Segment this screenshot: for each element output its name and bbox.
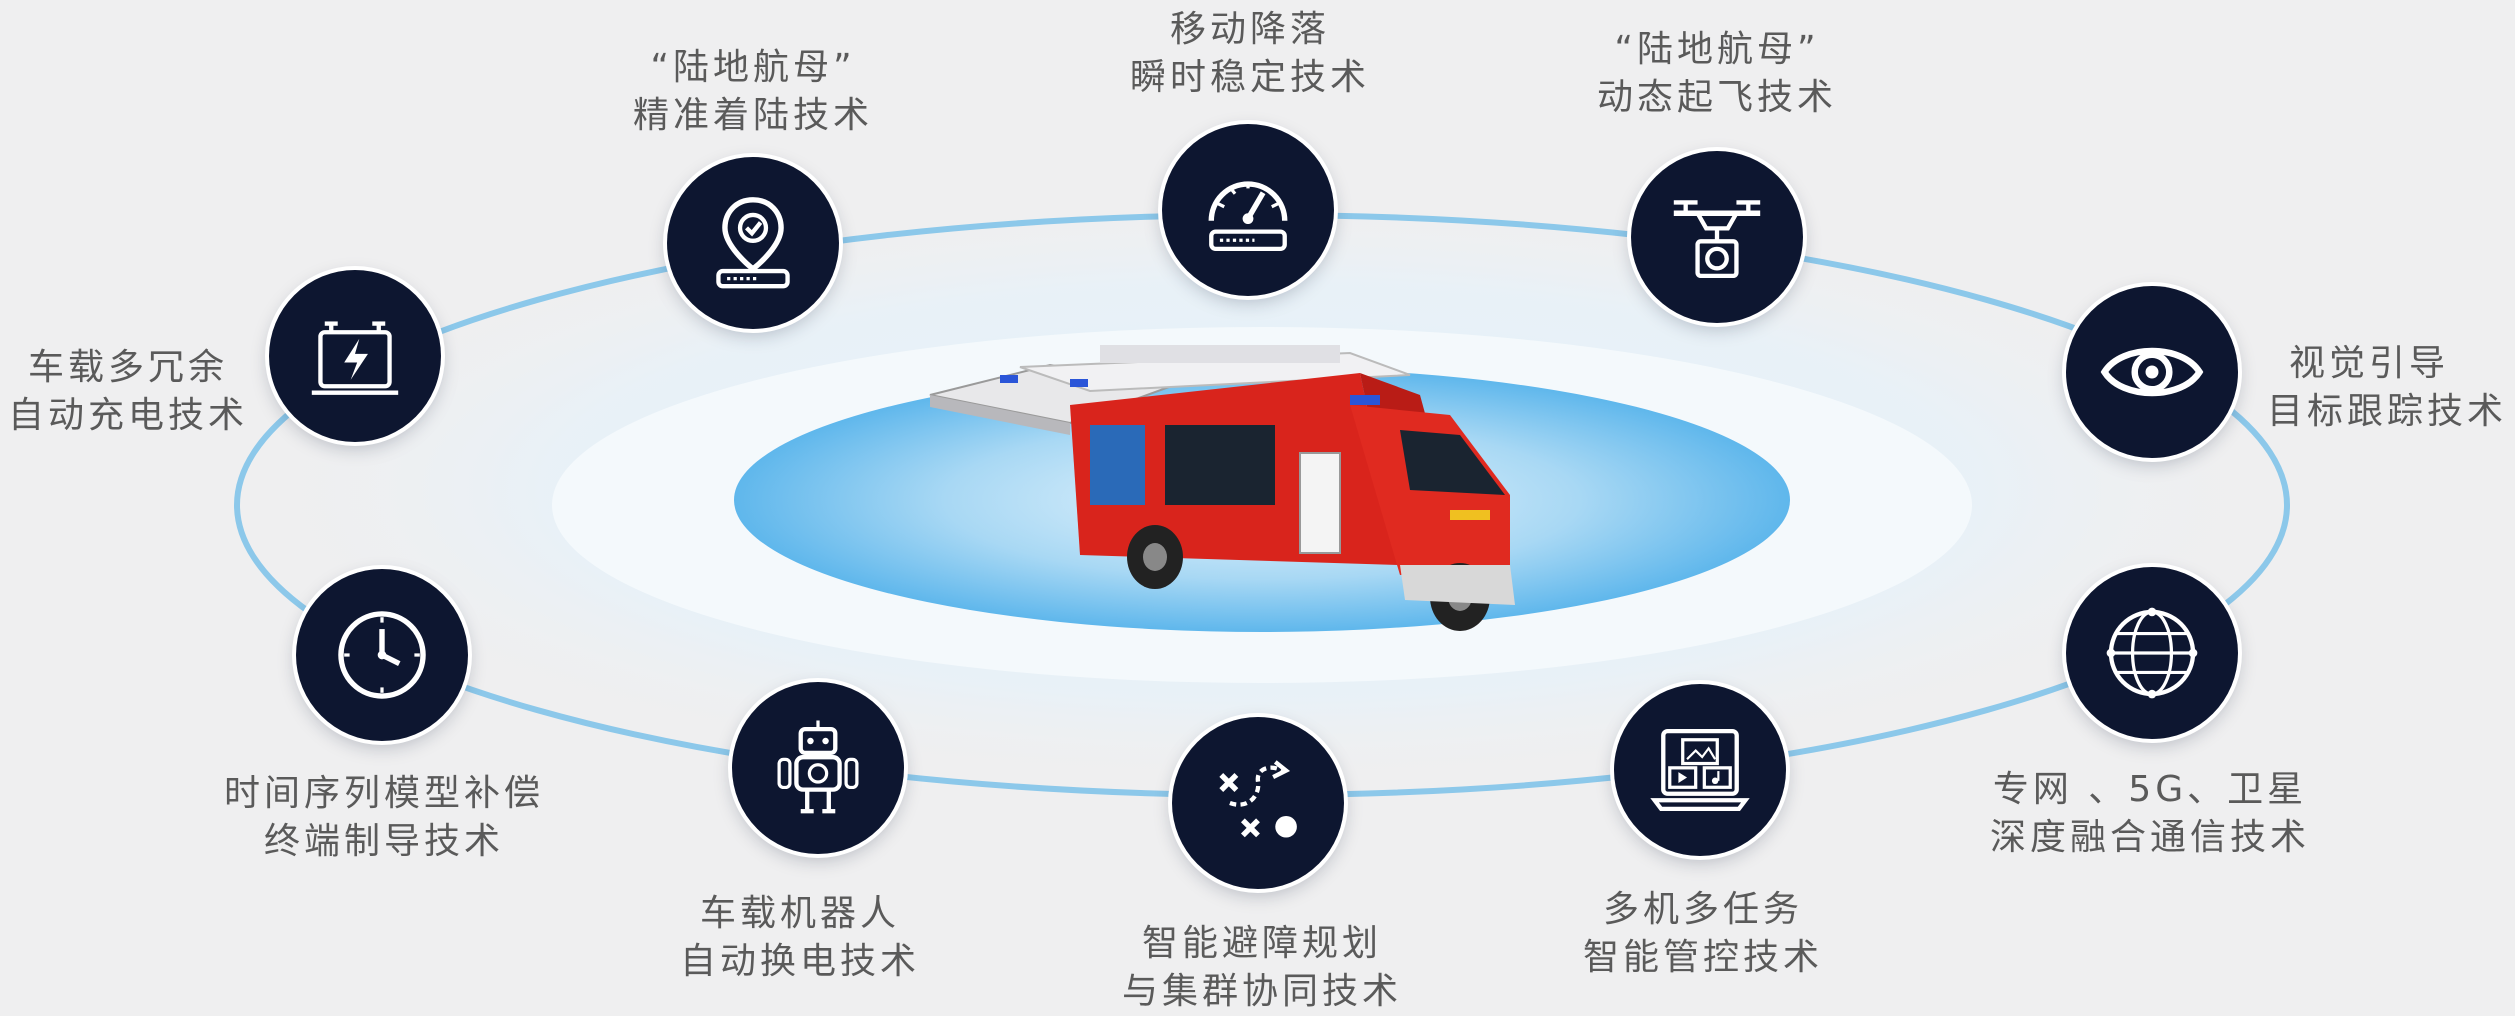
label-obstacle-avoidance: 智能避障规划 与集群协同技术 (1121, 923, 1403, 1012)
drone-camera-icon (1673, 200, 1761, 279)
node-time-series[interactable] (296, 569, 468, 741)
laptop-media-icon (1650, 728, 1750, 812)
battery-charge-icon (311, 321, 399, 395)
node-precision-landing[interactable] (667, 157, 839, 329)
node-network-fusion[interactable] (2066, 567, 2238, 739)
label-auto-charge: 车载多冗余 自动充电技术 (7, 347, 249, 436)
node-battery-swap[interactable] (732, 682, 904, 854)
strategy-path-icon (1219, 760, 1297, 838)
label-time-series: 时间序列模型补偿 终端制导技术 (223, 773, 545, 862)
speedometer-gauge-icon (1208, 181, 1288, 252)
fire-truck (929, 345, 1515, 631)
eye-icon (2100, 347, 2204, 397)
node-multi-task[interactable] (1614, 684, 1786, 856)
node-auto-charge[interactable] (269, 270, 441, 442)
label-precision-landing: “陆地航母” 精准着陆技术 (632, 47, 874, 136)
clock-icon (338, 611, 426, 699)
label-dynamic-takeoff: “陆地航母” 动态起飞技术 (1596, 29, 1838, 118)
node-dynamic-takeoff[interactable] (1631, 151, 1803, 323)
node-obstacle-avoidance[interactable] (1172, 717, 1344, 889)
label-mobile-landing: 移动降落 瞬时稳定技术 (1129, 9, 1371, 98)
robot-icon (777, 720, 859, 814)
label-battery-swap: 车载机器人 自动换电技术 (679, 893, 921, 982)
label-network-fusion: 专网 、5G、卫星 深度融合通信技术 (1989, 769, 2311, 858)
label-multi-task: 多机多任务 智能管控技术 (1582, 889, 1824, 978)
globe-network-icon (2106, 607, 2198, 699)
label-visual-guidance: 视觉引导 目标跟踪技术 (2266, 343, 2507, 432)
node-visual-guidance[interactable] (2066, 286, 2238, 458)
node-mobile-landing[interactable] (1162, 124, 1334, 296)
map-pin-check-icon (716, 197, 790, 289)
